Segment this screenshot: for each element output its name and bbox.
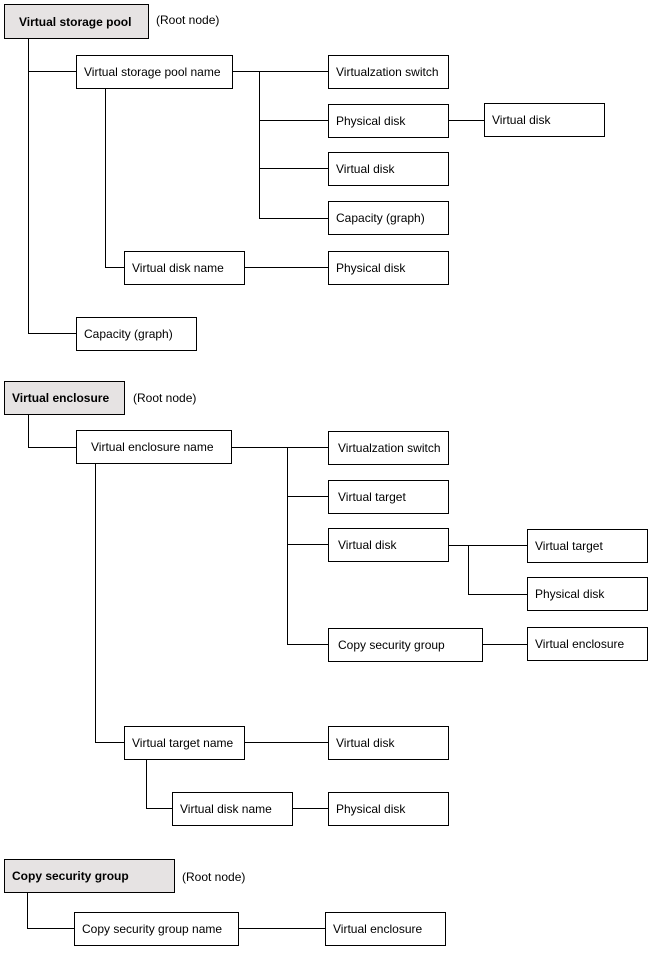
connector	[468, 594, 527, 595]
connector	[232, 71, 328, 72]
connector	[28, 415, 29, 448]
connector	[238, 928, 325, 929]
connector	[28, 333, 76, 334]
virtual-target-name-node: Virtual target name	[124, 726, 245, 760]
enclosure-root-note: (Root node)	[133, 391, 197, 405]
virtual-disk-node: Virtual disk	[328, 152, 449, 186]
connector	[482, 644, 527, 645]
virtual-disk-node: Virtual disk	[328, 726, 449, 760]
capacity-graph-node: Capacity (graph)	[76, 317, 197, 351]
connector	[292, 808, 328, 809]
connector	[105, 88, 106, 268]
connector	[287, 496, 328, 497]
connector	[259, 168, 328, 169]
connector	[244, 267, 328, 268]
connector	[259, 120, 328, 121]
virtual-storage-pool-name-node: Virtual storage pool name	[76, 55, 233, 89]
connector	[448, 120, 484, 121]
physical-disk-node: Physical disk	[328, 792, 449, 826]
physical-disk-node: Physical disk	[328, 104, 449, 138]
physical-disk-node: Physical disk	[527, 577, 648, 611]
connector	[28, 71, 76, 72]
virtual-storage-pool-root: Virtual storage pool	[4, 4, 149, 39]
connector	[231, 447, 328, 448]
virtualization-switch-node: Virtualzation switch	[328, 431, 449, 465]
virtual-enclosure-node: Virtual enclosure	[325, 912, 446, 946]
connector	[146, 759, 147, 809]
virtual-disk-name-node: Virtual disk name	[124, 251, 245, 285]
virtual-disk-node: Virtual disk	[328, 528, 449, 562]
virtual-target-node: Virtual target	[328, 480, 449, 514]
copy-security-group-name-node: Copy security group name	[74, 912, 239, 946]
connector	[95, 463, 96, 743]
connector	[105, 267, 124, 268]
connector	[287, 544, 328, 545]
virtual-disk-node: Virtual disk	[484, 103, 605, 137]
connector	[28, 39, 29, 334]
capacity-graph-node: Capacity (graph)	[328, 201, 449, 235]
pool-root-note: (Root node)	[156, 13, 220, 27]
connector	[287, 447, 288, 645]
connector	[27, 928, 74, 929]
connector	[244, 742, 328, 743]
copy-group-root-note: (Root node)	[182, 870, 246, 884]
virtual-target-node: Virtual target	[527, 529, 648, 563]
connector	[259, 218, 328, 219]
virtualization-switch-node: Virtualzation switch	[328, 55, 449, 89]
virtual-disk-name-node: Virtual disk name	[172, 792, 293, 826]
connector	[28, 447, 76, 448]
virtual-enclosure-name-node: Virtual enclosure name	[76, 430, 232, 464]
connector	[468, 545, 469, 595]
connector	[95, 742, 124, 743]
connector	[448, 545, 527, 546]
physical-disk-node: Physical disk	[328, 251, 449, 285]
connector	[146, 808, 172, 809]
copy-security-group-node: Copy security group	[328, 628, 483, 662]
connector	[27, 893, 28, 929]
connector	[287, 644, 328, 645]
connector	[259, 71, 260, 219]
virtual-enclosure-node: Virtual enclosure	[527, 627, 648, 661]
copy-security-group-root: Copy security group	[4, 859, 175, 893]
virtual-enclosure-root: Virtual enclosure	[4, 381, 125, 415]
